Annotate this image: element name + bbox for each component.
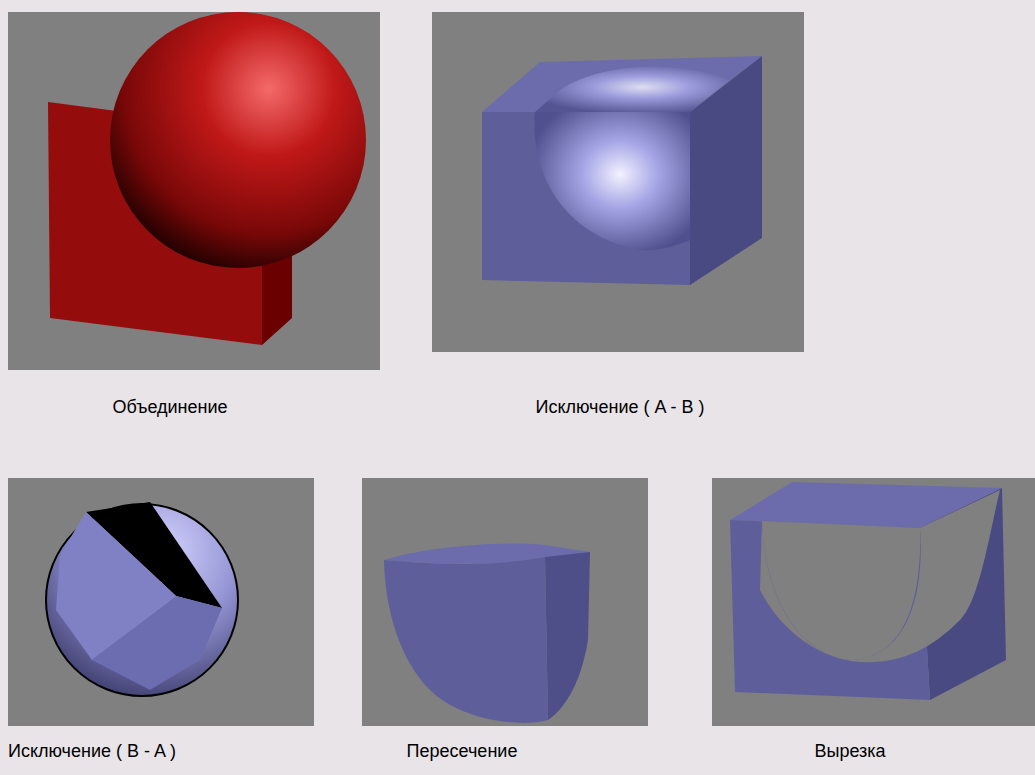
caption-label: Вырезка bbox=[814, 740, 885, 762]
caption-label: Пересечение bbox=[407, 740, 518, 762]
render-panel bbox=[362, 478, 648, 726]
intersection-render bbox=[384, 543, 590, 722]
union-render bbox=[48, 12, 366, 345]
render-panel bbox=[8, 478, 314, 726]
render-panel bbox=[712, 478, 1035, 726]
caption-label: Исключение ( B - A ) bbox=[8, 740, 176, 762]
cut-render bbox=[730, 482, 1006, 700]
render-panel bbox=[432, 12, 804, 352]
caption-label: Объединение bbox=[112, 396, 227, 418]
difference-ba-render bbox=[46, 502, 238, 696]
cut-opening bbox=[760, 490, 1000, 662]
render-part bbox=[534, 112, 690, 250]
cut-face bbox=[92, 596, 222, 690]
cube-front bbox=[730, 520, 930, 700]
difference-ab-render bbox=[482, 56, 762, 285]
spherical-cavity bbox=[534, 112, 690, 250]
solid-side bbox=[545, 552, 590, 720]
cut-opening bbox=[762, 521, 920, 660]
render-panel bbox=[8, 12, 380, 370]
spherical-cavity bbox=[535, 67, 730, 112]
caption-label: Исключение ( A - B ) bbox=[535, 396, 704, 418]
solid-front bbox=[384, 557, 548, 723]
cube-front bbox=[482, 112, 690, 285]
sphere bbox=[110, 12, 366, 268]
